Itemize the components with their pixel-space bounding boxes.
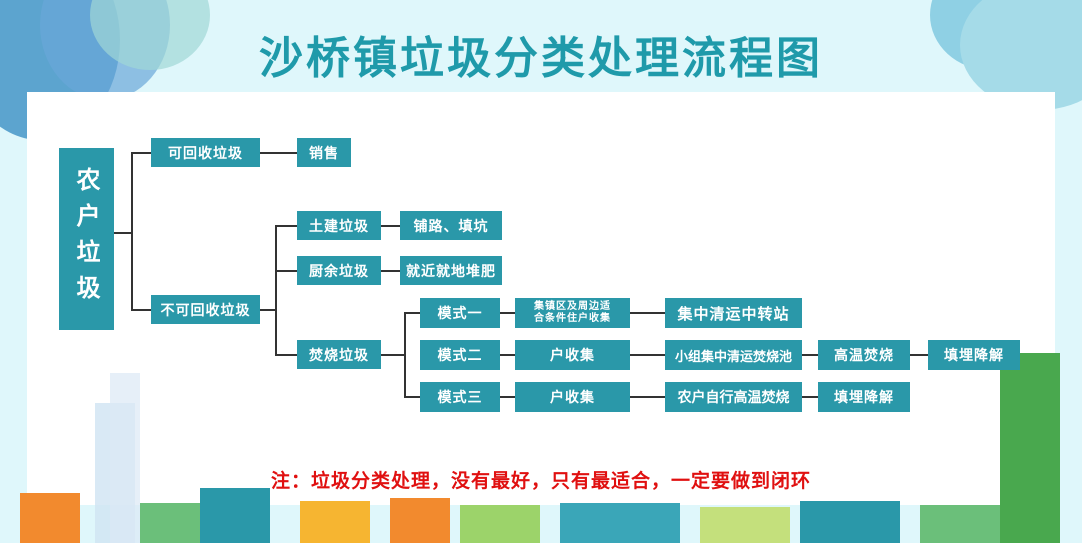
page-title: 沙桥镇垃圾分类处理流程图 xyxy=(259,33,823,84)
mode2-step4: 填埋降解 xyxy=(928,340,1020,370)
construction-node: 土建垃圾 xyxy=(297,211,381,240)
sale-node: 销售 xyxy=(297,138,351,167)
mode3-step2: 农户自行高温焚烧 xyxy=(665,382,802,412)
construction-result-node: 铺路、填坑 xyxy=(400,211,502,240)
mode1-step2: 集中清运中转站 xyxy=(665,298,802,328)
kitchen-result-node: 就近就地堆肥 xyxy=(400,256,502,285)
mode3-step3: 填埋降解 xyxy=(818,382,910,412)
mode1-step1: 集镇区及周边适合条件住户收集 xyxy=(515,298,630,328)
mode2-step1: 户收集 xyxy=(515,340,630,370)
incineration-node: 焚烧垃圾 xyxy=(297,340,381,369)
mode2-node: 模式二 xyxy=(420,340,500,370)
footnote: 注：垃圾分类处理，没有最好，只有最适合，一定要做到闭环 xyxy=(270,470,811,492)
recyclable-node: 可回收垃圾 xyxy=(151,138,260,167)
root-node: 农户垃圾 xyxy=(59,148,114,330)
mode2-step3: 高温焚烧 xyxy=(818,340,910,370)
mode1-node: 模式一 xyxy=(420,298,500,328)
kitchen-node: 厨余垃圾 xyxy=(297,256,381,285)
mode2-step2: 小组集中清运焚烧池 xyxy=(665,340,802,370)
mode3-step1: 户收集 xyxy=(515,382,630,412)
non-recyclable-node: 不可回收垃圾 xyxy=(151,295,260,324)
mode3-node: 模式三 xyxy=(420,382,500,412)
